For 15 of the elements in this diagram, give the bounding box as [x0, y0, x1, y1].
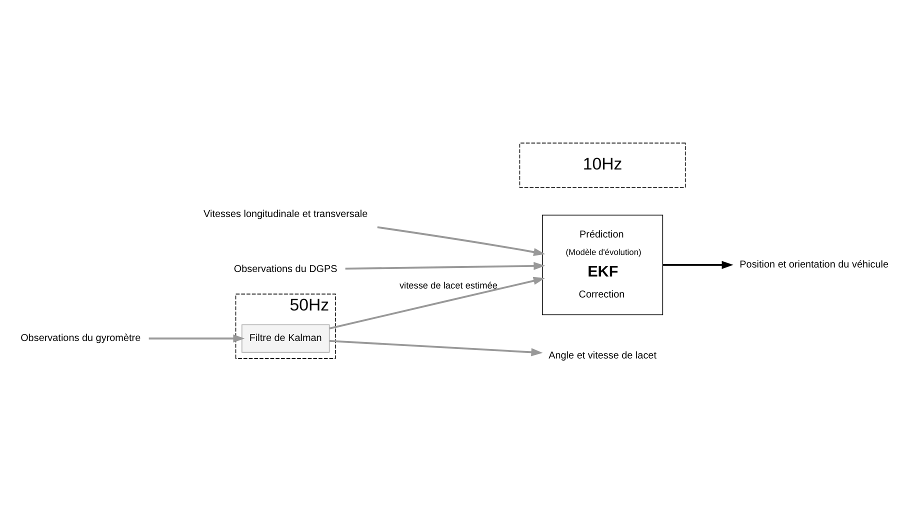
- node-text: Vitesses longitudinale et transversale: [204, 208, 368, 220]
- node-text: Angle et vitesse de lacet: [548, 350, 656, 362]
- arrow: [345, 262, 546, 270]
- node-box: 10Hz: [519, 142, 686, 188]
- arrow: [377, 226, 546, 256]
- arrow: [148, 334, 245, 343]
- node-box: Filtre de Kalman: [242, 324, 330, 353]
- node-text: Observations du gyromètre: [20, 333, 141, 344]
- node-text: Position et orientation du véhicule: [740, 260, 888, 271]
- node-box: Prédiction (Modèle d'évolution) EKF Correction: [542, 214, 664, 316]
- arrow: [330, 340, 543, 356]
- edge-label: vitesse de lacet estimée: [399, 280, 498, 290]
- node-text: Observations du DGPS: [234, 264, 338, 276]
- arrow: [329, 276, 545, 330]
- arrow: [662, 260, 734, 269]
